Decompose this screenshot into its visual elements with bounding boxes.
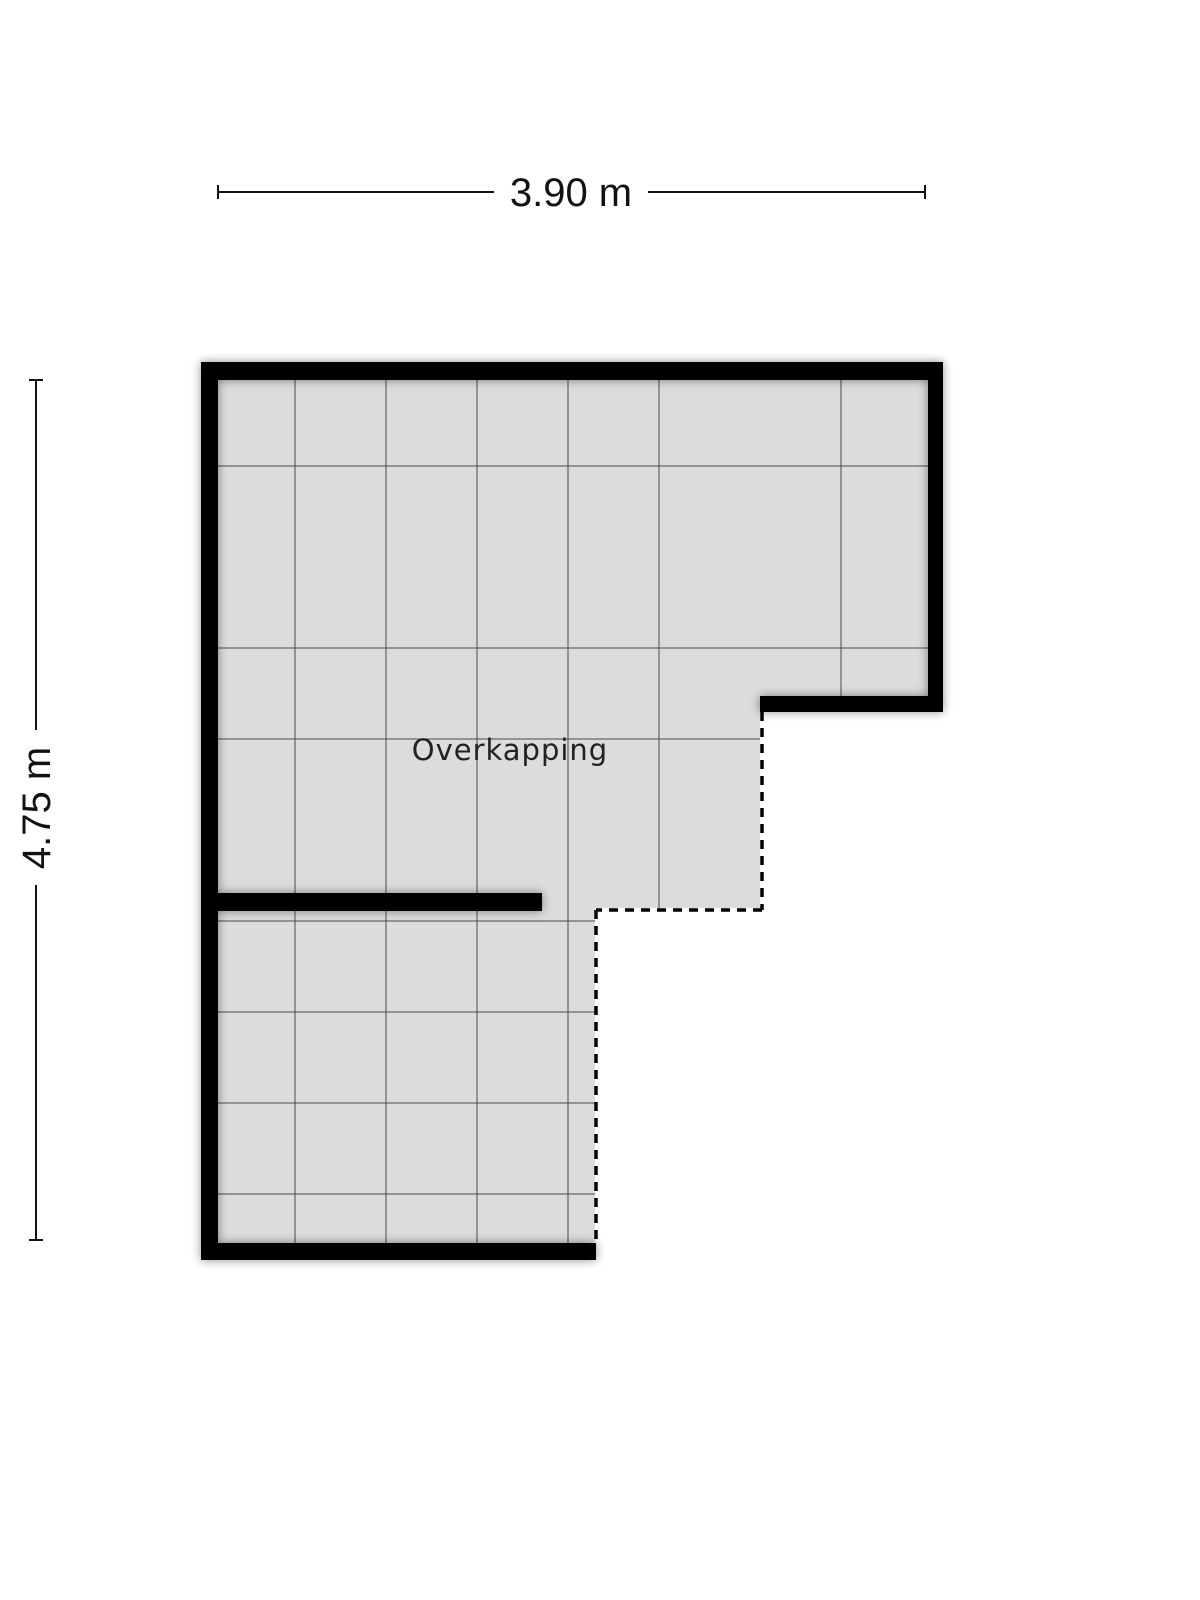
floor-fill (218, 380, 930, 1248)
walls (201, 362, 943, 1260)
room-floor (218, 380, 930, 1248)
wall-right-step (760, 696, 943, 712)
height-dimension-label: 4.75 m (15, 747, 59, 869)
open-edges (594, 712, 764, 1244)
wall-top (201, 362, 943, 380)
room-label: Overkapping (412, 733, 608, 767)
wall-left (201, 362, 218, 1260)
width-dimension: 3.90 m (217, 171, 926, 215)
wall-bottom (201, 1243, 596, 1260)
wall-right-upper (928, 362, 943, 712)
wall-step-corner (760, 696, 763, 712)
height-dimension: 4.75 m (15, 379, 59, 1241)
width-dimension-label: 3.90 m (510, 171, 632, 215)
wall-interior-partition (218, 893, 542, 911)
